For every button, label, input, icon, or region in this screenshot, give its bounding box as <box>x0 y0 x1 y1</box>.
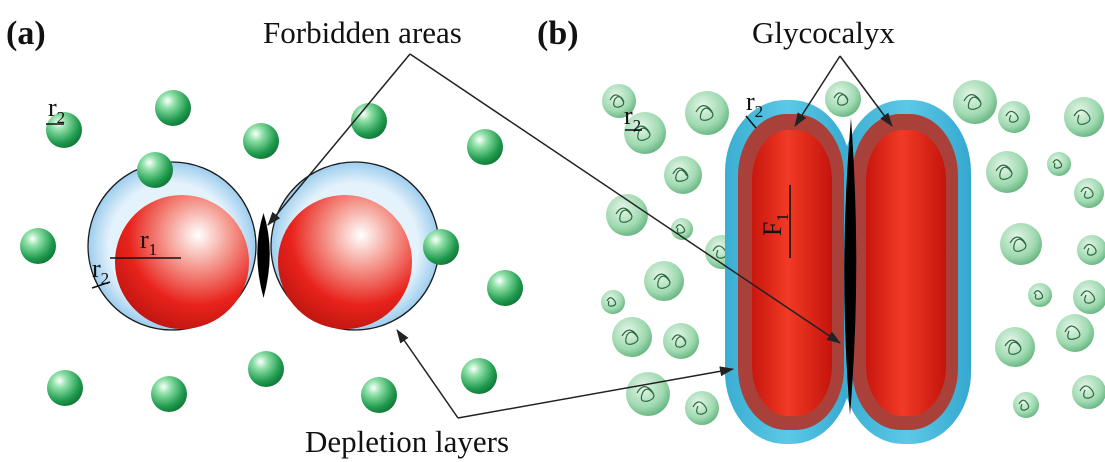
red-spheres-a <box>115 195 412 329</box>
polymer-spheres-a <box>20 90 523 413</box>
panel-a-label: (a) <box>6 15 46 52</box>
forbidden-areas-label: Forbidden areas <box>263 15 462 50</box>
arrow-glycocalyx-right <box>839 55 893 127</box>
polymer-coils-b <box>601 80 1105 425</box>
r2-sub-b-cell: 2 <box>755 102 764 121</box>
f1-label: F1 <box>758 213 792 236</box>
arrow-forbidden-a <box>267 53 411 226</box>
r2-symbol-a-left: r <box>92 254 101 283</box>
arrow-depletion-a <box>396 329 459 419</box>
depletion-layers-label: Depletion layers <box>305 424 509 459</box>
r2-symbol-b-cell: r <box>746 87 755 116</box>
r2-sub-a-left: 2 <box>101 269 110 288</box>
r2-label-b-left: r2 <box>624 101 641 135</box>
r2-symbol-b-left: r <box>624 101 633 130</box>
r1-label: r1 <box>140 225 157 259</box>
annotation-arrows <box>267 53 893 419</box>
f1-symbol: F <box>758 222 787 236</box>
glycocalyx-label: Glycocalyx <box>752 15 895 50</box>
r2-sub-a-top: 2 <box>57 108 66 127</box>
r2-line-a-left <box>91 281 111 289</box>
panel-b-label: (b) <box>537 15 579 52</box>
red-cells-b <box>752 130 946 416</box>
arrow-depletion-b <box>457 366 734 419</box>
r2-label-a-left: r2 <box>92 254 109 288</box>
r2-line-b-cell <box>745 115 757 129</box>
r2-symbol-a-top: r <box>48 93 57 122</box>
f1-sub: 1 <box>773 213 792 222</box>
forbidden-area-b <box>844 118 857 415</box>
r2-label-b-cell: r2 <box>746 87 763 121</box>
r1-sub: 1 <box>149 240 158 259</box>
r1-symbol: r <box>140 225 149 254</box>
r2-label-a-top: r2 <box>48 93 65 127</box>
arrow-forbidden-b <box>409 53 841 344</box>
r2-sub-b-left: 2 <box>633 116 642 135</box>
forbidden-area-a <box>257 213 270 298</box>
arrow-glycocalyx-left <box>794 55 841 127</box>
